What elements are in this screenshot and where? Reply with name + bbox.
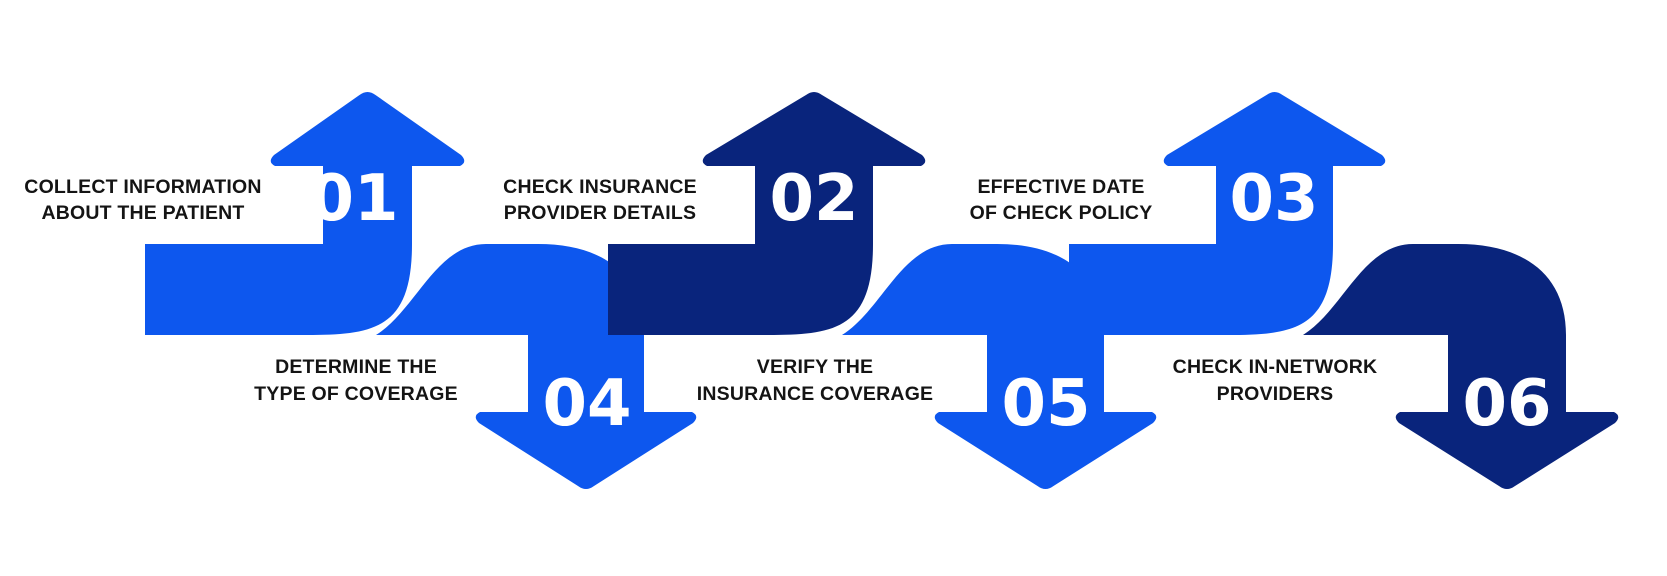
step-03-label-line-2: OF CHECK POLICY [970,202,1153,224]
step-05-number: 05 [1001,367,1090,441]
step-06-label-line-2: PROVIDERS [1217,383,1334,405]
step-02-label-line-2: PROVIDER DETAILS [504,202,696,224]
step-06-arrow-down [1303,244,1619,489]
step-06-label-line-1: CHECK IN-NETWORK [1173,356,1378,378]
step-01-label-line-1: COLLECT INFORMATION [24,176,261,198]
step-04-label-line-1: DETERMINE THE [275,356,437,378]
step-05-label-line-1: VERIFY THE [757,356,874,378]
step-04-number: 04 [542,367,631,441]
step-01-arrow-up [145,92,465,335]
step-02-label-line-1: CHECK INSURANCE [503,176,697,198]
step-04-label-line-2: TYPE OF COVERAGE [254,383,458,405]
step-texts: 01 COLLECT INFORMATION ABOUT THE PATIENT 02… [24,162,1551,441]
arrow-shapes [145,92,1619,489]
step-03-number: 03 [1229,162,1318,236]
step-02-arrow-up [608,92,926,335]
step-03-arrow-up [1069,92,1386,335]
step-01-label-line-2: ABOUT THE PATIENT [41,202,244,224]
step-01-number: 01 [309,162,398,236]
step-02-number: 02 [769,162,858,236]
step-03-label-line-1: EFFECTIVE DATE [977,176,1144,198]
step-06-number: 06 [1462,367,1551,441]
step-05-label-line-2: INSURANCE COVERAGE [697,383,934,405]
